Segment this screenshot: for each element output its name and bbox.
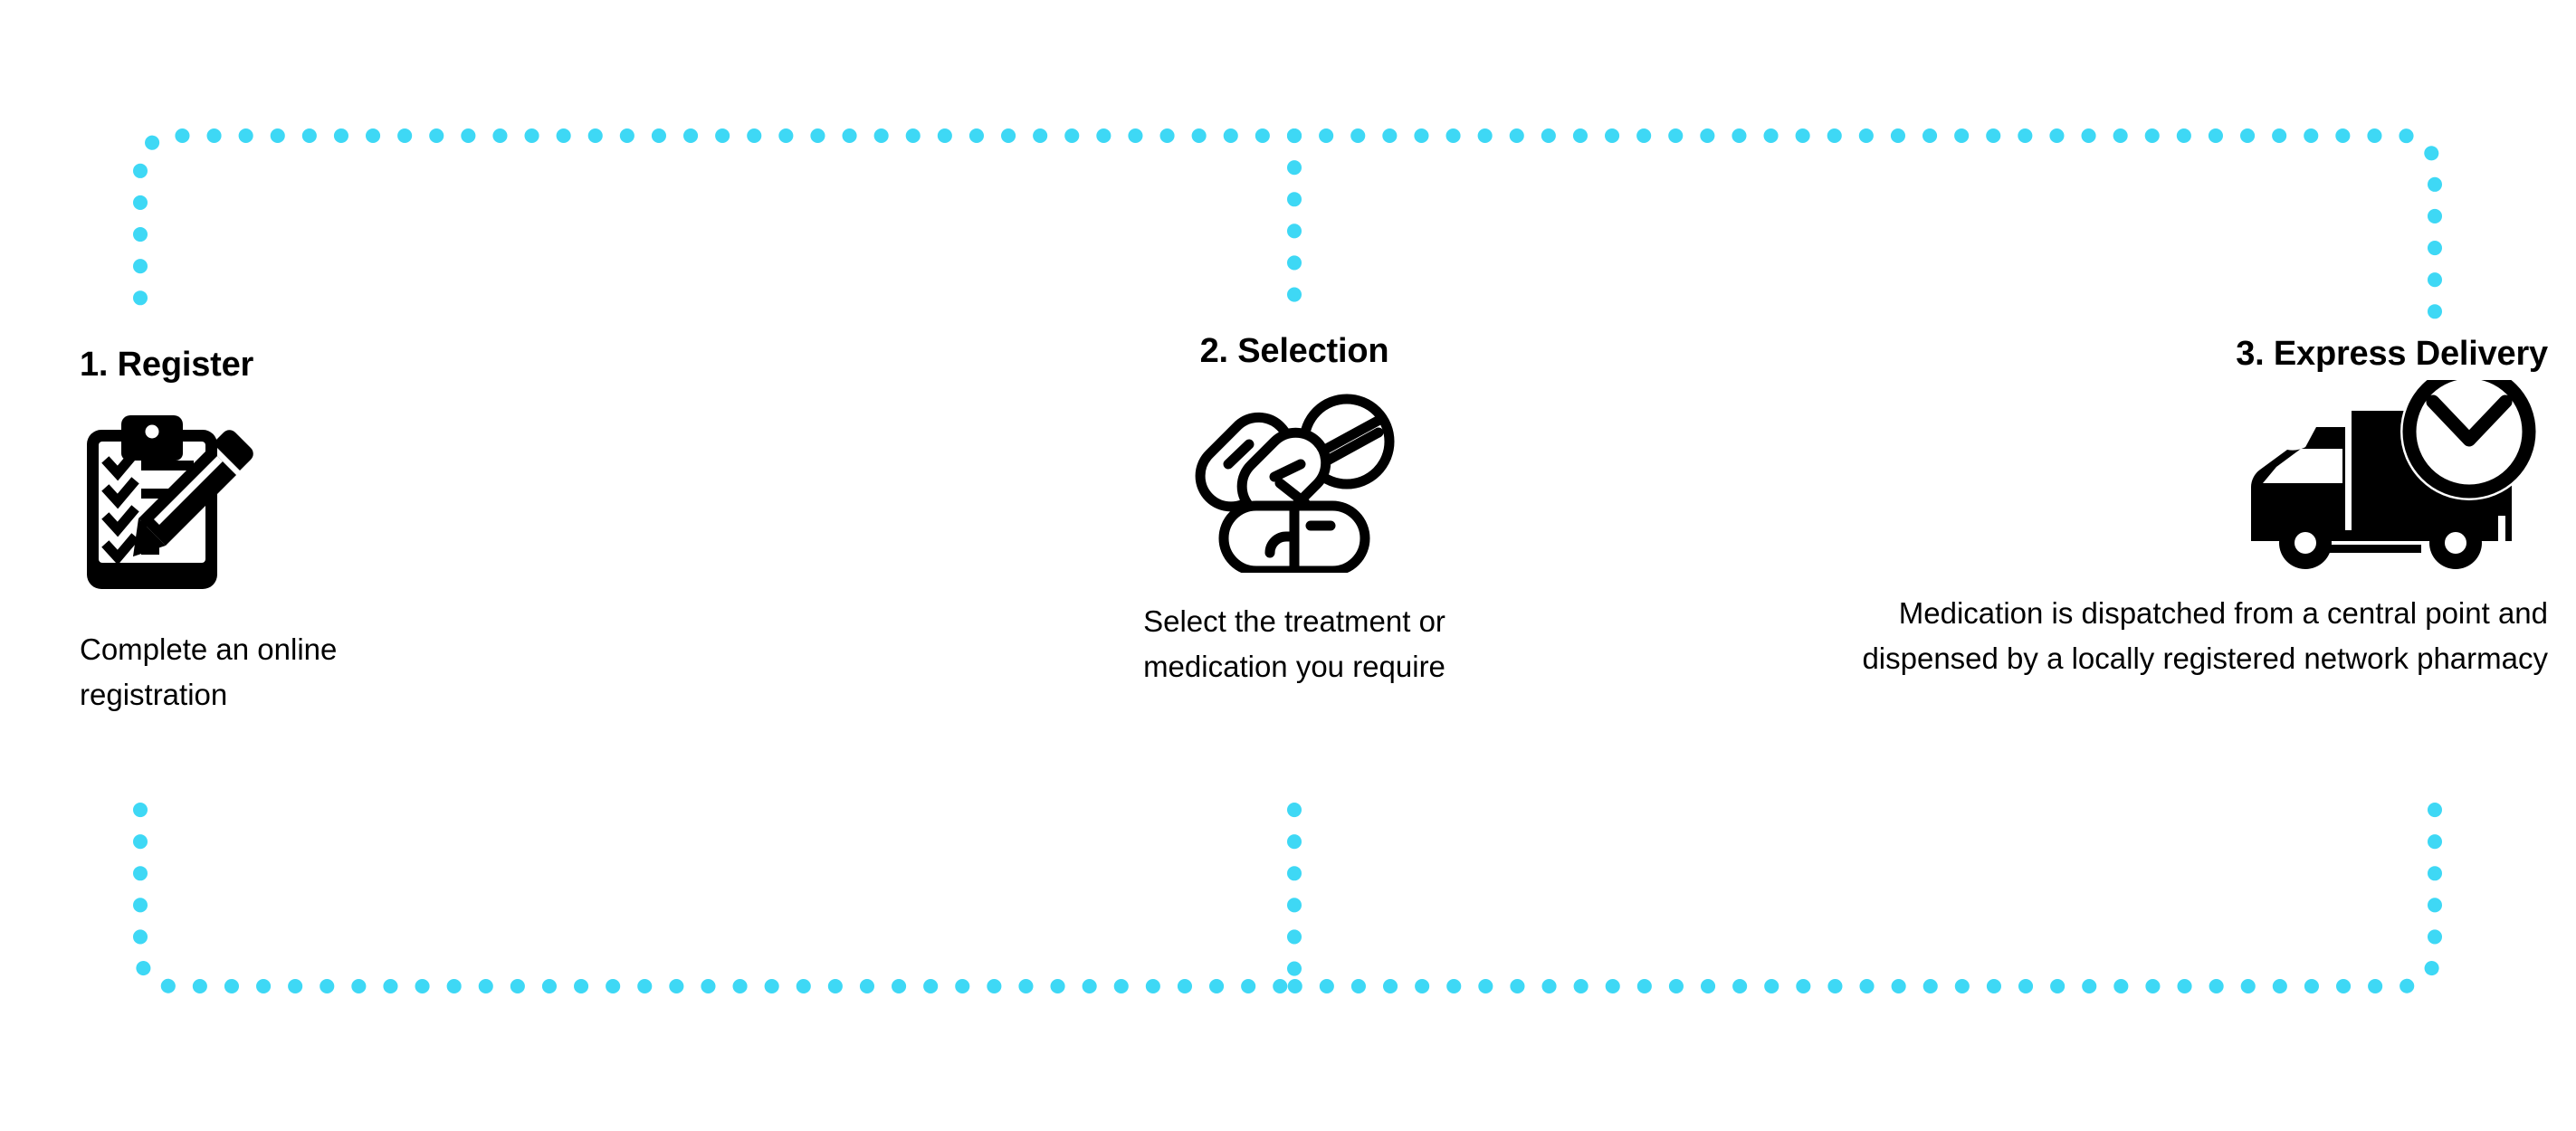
step-2-icon-wrapper bbox=[1077, 385, 1512, 579]
step-3-description: Medication is dispatched from a central … bbox=[1862, 596, 2548, 675]
clipboard-checklist-pen-icon bbox=[87, 415, 253, 589]
step-card-express-delivery: 3. Express Delivery bbox=[1801, 333, 2548, 681]
pills-capsules-icon bbox=[1195, 394, 1395, 573]
step-1-description: Complete an online registration bbox=[80, 632, 338, 711]
step-2-description: Select the treatment or medication you r… bbox=[1143, 604, 1445, 683]
delivery-truck-clock-icon bbox=[2251, 380, 2538, 569]
step-card-selection: 2. Selection bbox=[1077, 330, 1512, 689]
step-1-icon-wrapper bbox=[80, 409, 469, 604]
step-3-icon-wrapper bbox=[1801, 380, 2548, 575]
step-3-title: 3. Express Delivery bbox=[2236, 335, 2548, 373]
step-2-title: 2. Selection bbox=[1199, 332, 1389, 370]
step-card-register: 1. Register bbox=[80, 344, 469, 718]
step-1-title: 1. Register bbox=[80, 346, 254, 384]
